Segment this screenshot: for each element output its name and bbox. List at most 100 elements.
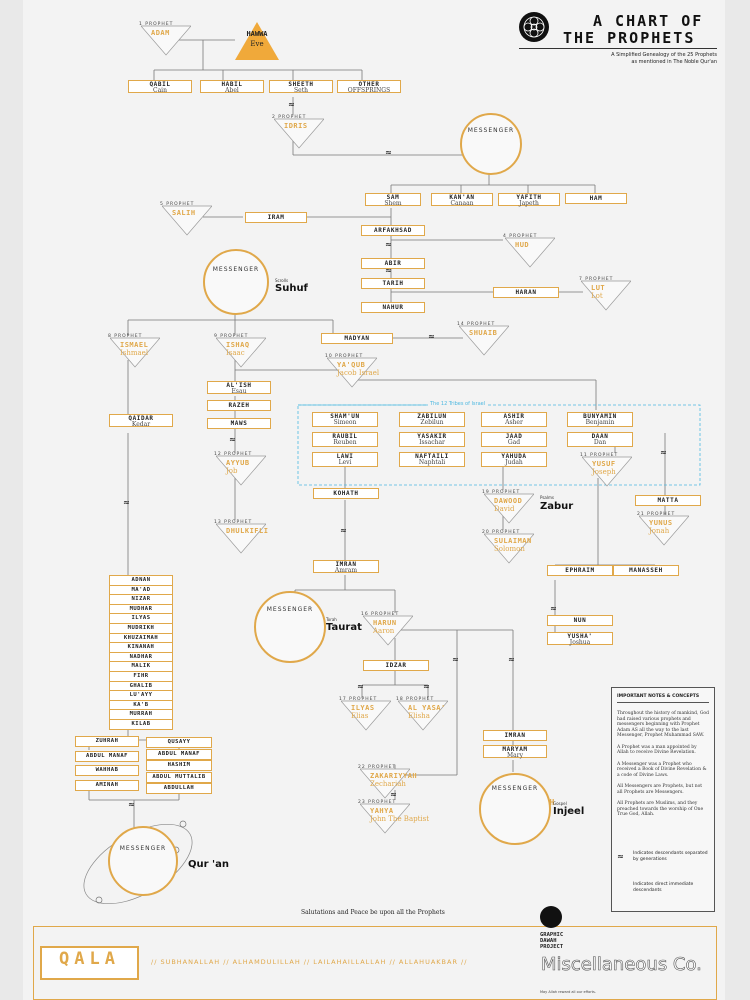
- prophet-name: DHULKIFLI: [226, 527, 269, 535]
- tribe-english: Issachar: [419, 439, 445, 446]
- title-line1: A CHART OF: [593, 12, 704, 30]
- tribe-english: Levi: [338, 459, 352, 466]
- prophet-number-label: 8 PROPHET: [108, 334, 143, 339]
- notes-p3: A Messenger was a Prophet who received a…: [617, 761, 707, 778]
- generations-symbol: ≈: [428, 332, 435, 341]
- kedar-ancestor-box: KILAB: [109, 719, 173, 730]
- prophet-triangle: [483, 533, 535, 569]
- prophet-name: SULAIMAN: [494, 537, 532, 545]
- ancestor-name: QUSAYY: [167, 739, 191, 745]
- prophet-triangle: [215, 455, 267, 491]
- box-english: Seth: [294, 87, 308, 94]
- box-name: QABIL: [149, 81, 171, 88]
- prophet-english-name: Elisha: [408, 712, 430, 720]
- prophet-name: YUSUF: [592, 460, 616, 468]
- psalms-label: Psalms: [540, 495, 554, 500]
- prophet-name: YA'QUB: [337, 361, 366, 369]
- zuhrah-branch-box: ZUHRAH: [75, 736, 139, 747]
- messenger-circle-nuh: [460, 113, 522, 175]
- subtitle-2: as mentioned in The Noble Qur'an: [631, 59, 717, 65]
- box-name: YUSHA': [567, 633, 593, 640]
- footer-logo: [40, 946, 139, 980]
- box-name: MARYAM: [502, 746, 528, 753]
- generations-symbol: ≈: [660, 448, 667, 457]
- box-english: Shem: [384, 200, 402, 207]
- qusayy-branch-box: QUSAYY: [146, 737, 212, 748]
- ancestor-name: HASHIM: [167, 762, 191, 768]
- ancestor-name: ABDULLAH: [163, 785, 195, 791]
- box-english: Mary: [507, 752, 523, 759]
- generations-symbol: ≈: [550, 604, 557, 613]
- prophet-triangle: [483, 493, 535, 529]
- box-name: MADYAN: [344, 335, 370, 342]
- prophet-triangle: [362, 615, 414, 651]
- tribe-name: YAHUDA: [501, 453, 527, 460]
- name-box: NUN: [547, 615, 613, 626]
- prophet-name: ISMAEL: [120, 341, 149, 349]
- prophet-name: YUNUS: [649, 519, 673, 527]
- injeel-label: Injeel: [553, 806, 585, 817]
- legend-generations-text: Indicates descendants separated by gener…: [633, 851, 708, 862]
- name-box: IDZAR: [363, 660, 429, 671]
- box-name: EPHRAIM: [565, 567, 595, 574]
- tribe-name: ASHIR: [503, 413, 525, 420]
- prophet-english-name: Zechariah: [370, 780, 406, 788]
- generations-symbol: ≈: [423, 682, 430, 691]
- box-name: MAWS: [230, 420, 248, 427]
- ancestor-name: KA'B: [133, 701, 149, 708]
- ancestor-name: NIZAR: [131, 596, 151, 603]
- prophet-name: IDRIS: [284, 122, 308, 130]
- messenger-label: MESSENGER: [467, 127, 515, 134]
- tribe-english: Asher: [505, 419, 523, 426]
- prophet-name: YAHYA: [370, 807, 394, 815]
- box-english: Amram: [334, 567, 358, 574]
- notes-p4: All Messengers are Prophets, but not all…: [617, 784, 703, 795]
- tribe-english: Judah: [505, 459, 523, 466]
- ancestor-name: WAHHAB: [95, 767, 119, 773]
- prophet-name: DAWOOD: [494, 497, 523, 505]
- zuhrah-branch-box: AMINAH: [75, 779, 139, 791]
- prophet-english-name: Aaron: [373, 627, 395, 635]
- prophet-number-label: 7 PROPHET: [579, 277, 614, 282]
- notes-p2: A Prophet was a man appointed by Allah t…: [617, 744, 697, 756]
- zuhrah-branch-box: WAHHAB: [75, 765, 139, 776]
- tribe-name: DAAN: [591, 433, 609, 440]
- box-name: IDZAR: [385, 662, 407, 669]
- generations-symbol: ≈: [128, 800, 135, 809]
- nuh-child-box: HAM: [565, 193, 627, 204]
- ancestor-name: ABDUL MUTTALIB: [152, 773, 206, 780]
- box-name: KAN'AN: [449, 194, 475, 201]
- prophet-triangle: [215, 337, 267, 373]
- prophet-triangle: [580, 280, 632, 316]
- box-name: NUN: [573, 617, 587, 624]
- connector-lines: [83, 39, 701, 905]
- tribe-name: YASAKIR: [417, 433, 447, 440]
- title-line2: THE PROPHETS: [563, 29, 696, 47]
- prophet-triangle: [359, 803, 411, 839]
- gdp-logo: [540, 906, 562, 928]
- name-box: YUSHA'Joshua: [547, 632, 613, 646]
- qusayy-branch-box: HASHIM: [146, 760, 212, 771]
- prophet-triangle: [581, 456, 633, 492]
- title-underline: [519, 48, 717, 49]
- name-box: IRAM: [245, 212, 307, 223]
- prophet-number-label: 14 PROPHET: [457, 322, 496, 327]
- generations-symbol: ≈: [508, 655, 515, 664]
- tribe-english: Reuben: [333, 439, 357, 446]
- prophet-triangle: [215, 523, 267, 559]
- tribes-title: The 12 Tribes of Israel: [428, 401, 488, 407]
- box-name: AL'ISH: [226, 382, 252, 389]
- prophet-number-label: 17 PROPHET: [339, 697, 378, 702]
- prophet-name: AL YASA': [408, 704, 446, 712]
- tribe-name: ZABILUN: [417, 413, 447, 420]
- ancestor-name: MURRAH: [129, 711, 153, 718]
- prophet-number-label: 2 PROPHET: [272, 115, 307, 120]
- name-box: IMRAN: [483, 730, 547, 741]
- tribe-name: BUNYAMIN: [583, 413, 617, 420]
- ancestor-name: AMINAH: [95, 781, 119, 788]
- tribe-english: Simeon: [333, 419, 357, 426]
